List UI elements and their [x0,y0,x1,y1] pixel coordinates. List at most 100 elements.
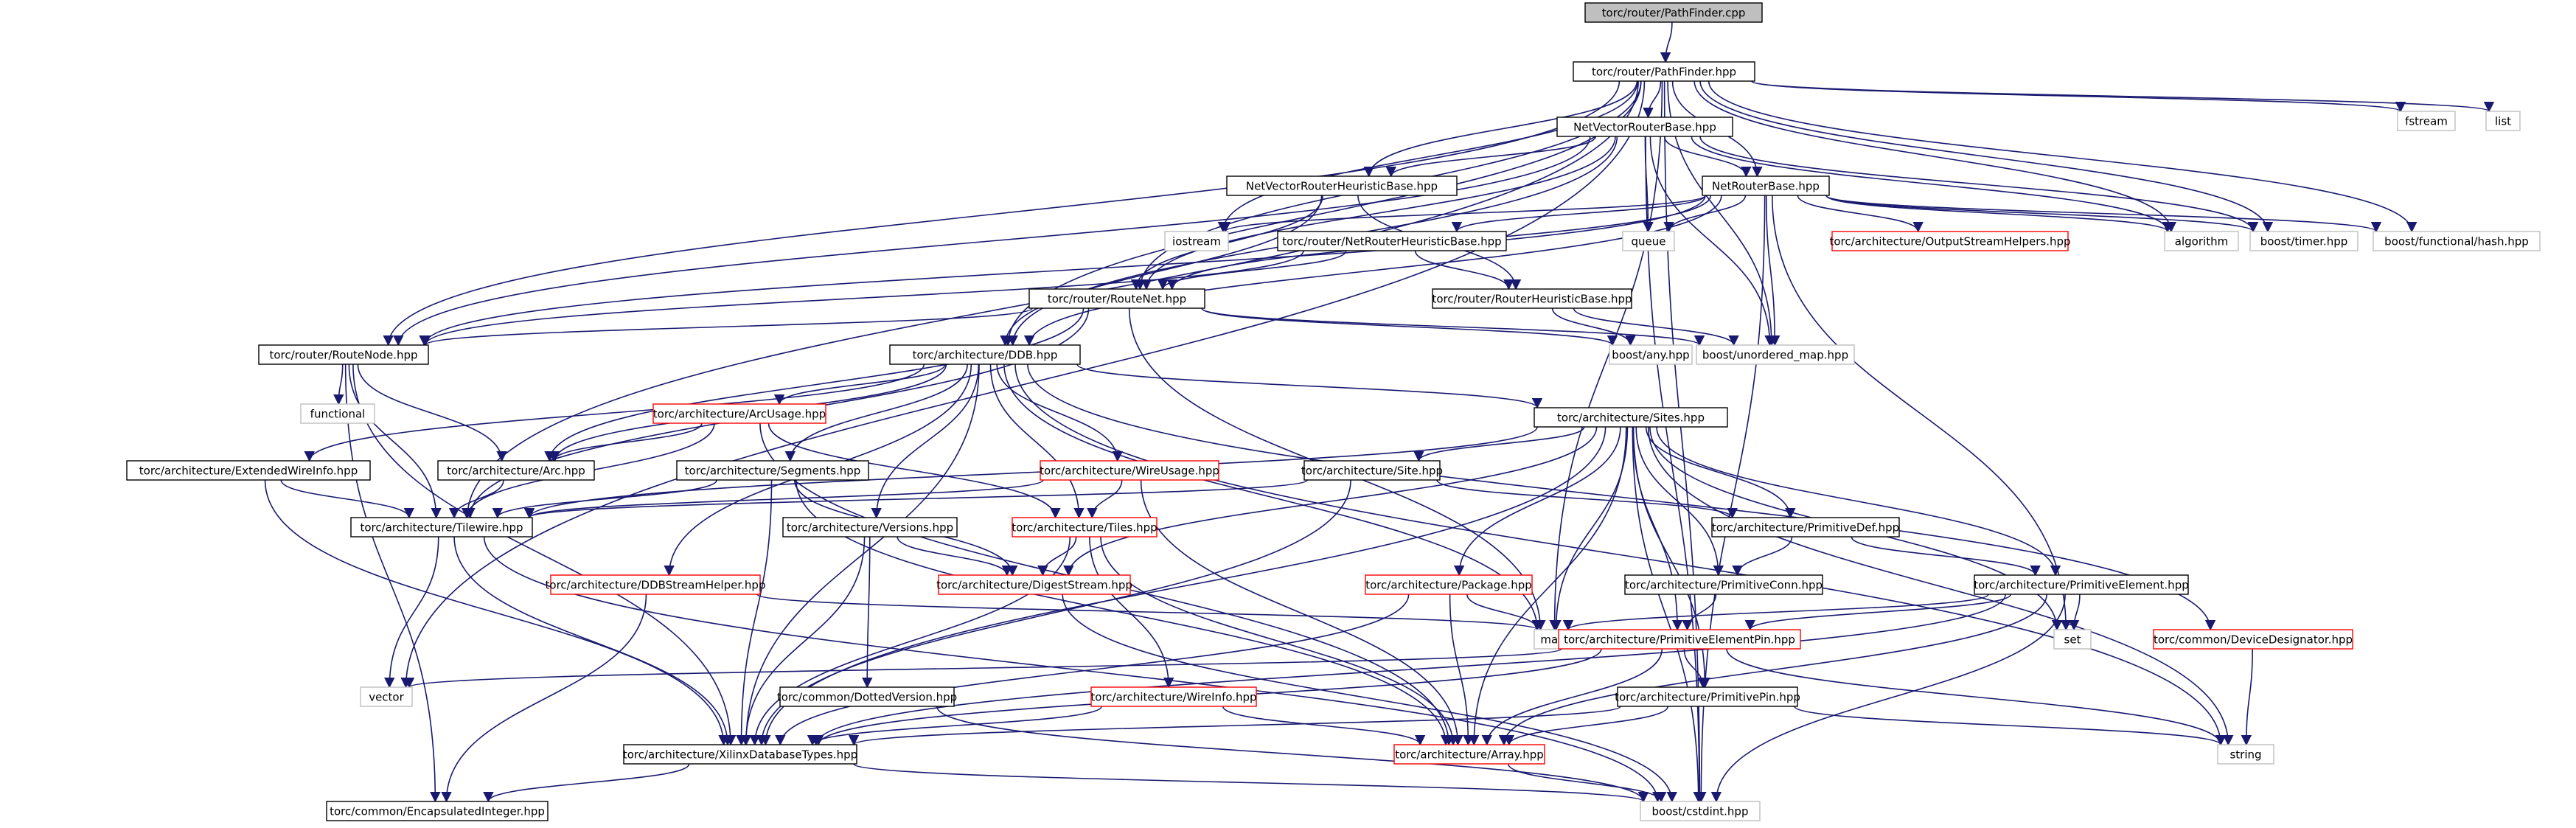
edge-sites-to-primelem [1656,426,2061,577]
node-box [1624,574,1823,595]
node-box [652,403,826,424]
node-sites[interactable]: torc/architecture/Sites.hpp [1534,407,1728,428]
node-label: torc/architecture/ExtendedWireInfo.hpp [139,465,358,478]
node-label: NetVectorRouterBase.hpp [1573,121,1716,134]
node-label: torc/architecture/Versions.hpp [787,521,953,535]
node-pathfinder[interactable]: torc/router/PathFinder.hpp [1573,61,1755,82]
node-box [1432,288,1632,309]
edge-pep-to-primpin [1683,648,1708,689]
node-wireinfo[interactable]: torc/architecture/WireInfo.hpp [1090,686,1257,707]
node-box [1702,175,1830,196]
node-primpin[interactable]: torc/architecture/PrimitivePin.hpp [1615,686,1800,707]
node-nvrhb[interactable]: NetVectorRouterHeuristicBase.hpp [1226,175,1458,196]
edge-pathfinder-to-algorithm [1693,80,2176,233]
node-ddbsh[interactable]: torc/architecture/DDBStreamHelper.hpp [546,574,766,595]
edge-routenet-to-bumap [1201,307,1705,347]
node-wireusage[interactable]: torc/architecture/WireUsage.hpp [1040,460,1219,481]
edge-package-to-xdbt [775,594,1410,746]
edge-primpin-to-string [1794,706,2226,746]
node-primdef[interactable]: torc/architecture/PrimitiveDef.hpp [1711,517,1900,537]
node-nrb[interactable]: NetRouterBase.hpp [1702,175,1830,196]
edge-pathfinder-to-routenode [383,80,1621,347]
node-segments[interactable]: torc/architecture/Segments.hpp [676,460,869,481]
node-routenet[interactable]: torc/router/RouteNet.hpp [1028,288,1205,309]
edge-wireinfo-to-array [1222,706,1426,746]
node-box [2217,744,2274,765]
edge-pathfinder-to-map [1549,80,1663,631]
edge-pep-to-string [1726,648,2227,746]
edge-wireusage-to-tiles [1087,479,1123,519]
node-label: torc/router/RouteNode.hpp [269,349,417,362]
edge-pep-to-vector [404,648,1562,689]
edge-sites-to-site [1413,426,1585,462]
node-ewi[interactable]: torc/architecture/ExtendedWireInfo.hpp [126,460,371,481]
nodes-layer: torc/router/PathFinder.cpp torc/router/Pa… [126,2,2541,821]
node-arc[interactable]: torc/architecture/Arc.hpp [437,460,595,481]
node-encint[interactable]: torc/common/EncapsulatedInteger.hpp [326,801,549,821]
edge-arcusage-to-arc [549,422,703,462]
node-tilewire[interactable]: torc/architecture/Tilewire.hpp [350,517,533,537]
edge-segments-to-xdbt [736,479,773,746]
node-dotted[interactable]: torc/common/DottedVersion.hpp [777,686,957,707]
node-label: torc/architecture/PrimitiveElementPin.hp… [1564,633,1795,647]
edge-routenode-to-tilewire [348,363,442,519]
edge-ddb-to-xdbt [740,363,980,746]
edge-site-to-primdef [1436,479,1738,519]
node-box [1696,344,1855,365]
edge-sites-to-array [1469,426,1627,746]
node-box [1640,801,1761,821]
edge-package-to-array [1449,594,1474,746]
node-label: torc/architecture/ArcUsage.hpp [653,408,826,421]
node-routenode[interactable]: torc/router/RouteNode.hpp [258,344,429,365]
edge-primpin-to-xdbt [849,706,1621,746]
node-label: torc/router/NetRouterHeuristicBase.hpp [1282,235,1501,248]
node-digest[interactable]: torc/architecture/DigestStream.hpp [936,574,1132,595]
node-package[interactable]: torc/architecture/Package.hpp [1365,574,1533,595]
edge-pathfinder-to-list [1751,80,2494,113]
edge-ddb-to-wireusage [996,363,1123,462]
node-label: torc/architecture/PrimitiveDef.hpp [1712,521,1899,535]
node-nvrb[interactable]: NetVectorRouterBase.hpp [1556,116,1733,137]
node-box [1040,460,1219,481]
node-primelem[interactable]: torc/architecture/PrimitiveElement.hpp [1974,574,2189,595]
edge-arc-to-tilewire [448,479,504,519]
node-osh[interactable]: torc/architecture/OutputStreamHelpers.hp… [1829,231,2071,251]
node-box [350,517,533,537]
node-rhb[interactable]: torc/router/RouterHeuristicBase.hpp [1432,288,1632,309]
node-box [889,344,1081,365]
node-nrhb[interactable]: torc/router/NetRouterHeuristicBase.hpp [1277,231,1507,251]
edge-xdbt-to-encint [483,763,690,803]
edge-sites-to-map [1550,426,1629,631]
edge-nvrhb-to-routenet [1130,195,1323,291]
node-arcusage[interactable]: torc/architecture/ArcUsage.hpp [652,403,826,424]
edge-pathfinder-to-btimer [1699,80,2274,233]
node-box [1558,629,1801,650]
edge-primconn-to-pep [1682,594,1717,631]
edge-primelem-to-map [1563,594,1989,631]
node-algorithm: algorithm [2164,231,2239,251]
node-queue: queue [1622,231,1675,251]
node-label: boost/any.hpp [1612,349,1689,362]
node-box [2164,231,2239,251]
node-box [1226,175,1458,196]
node-root[interactable]: torc/router/PathFinder.cpp [1584,2,1763,23]
node-site[interactable]: torc/architecture/Site.hpp [1301,460,1443,481]
edge-sites-to-primconn [1635,426,1724,577]
edge-nrb-to-algorithm [1825,195,2173,233]
node-versions[interactable]: torc/architecture/Versions.hpp [782,517,958,537]
edge-routenet-to-bany [1201,307,1618,347]
node-pep[interactable]: torc/architecture/PrimitiveElementPin.hp… [1558,629,1801,650]
node-array[interactable]: torc/architecture/Array.hpp [1393,744,1545,765]
node-label: string [2229,748,2261,762]
node-box [2153,629,2353,650]
edge-sites-to-string [1647,426,2234,746]
node-xdbt[interactable]: torc/architecture/XilinxDatabaseTypes.hp… [623,744,857,765]
node-devdes[interactable]: torc/common/DeviceDesignator.hpp [2153,629,2353,650]
node-primconn[interactable]: torc/architecture/PrimitiveConn.hpp [1624,574,1823,595]
node-label: boost/unordered_map.hpp [1702,349,1848,363]
node-tiles[interactable]: torc/architecture/Tiles.hpp [1012,517,1158,537]
node-label: boost/cstdint.hpp [1652,805,1749,818]
edge-nrb-to-btimer [1825,195,2258,233]
node-ddb[interactable]: torc/architecture/DDB.hpp [889,344,1081,365]
